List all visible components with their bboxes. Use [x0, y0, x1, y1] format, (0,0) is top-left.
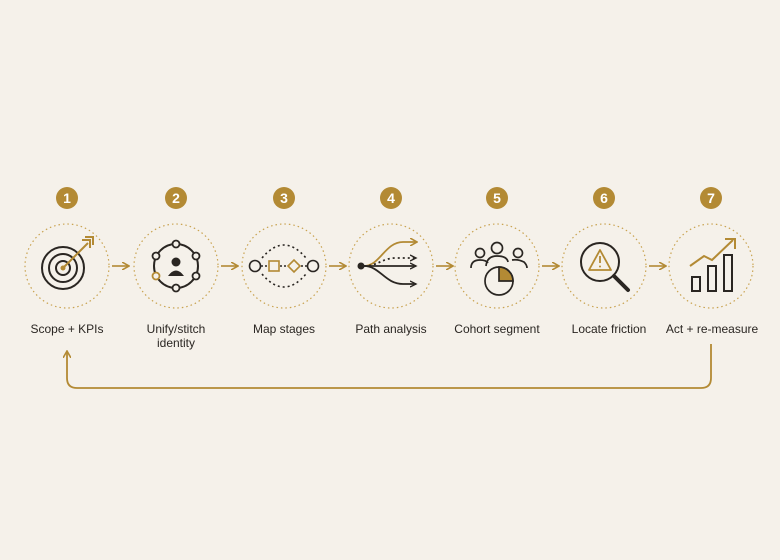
step-ring [241, 223, 327, 309]
step-label: Map stages [253, 322, 315, 336]
feedback-loop-arrow [67, 344, 712, 389]
step-label-line-2: identity [157, 336, 195, 350]
step-number: 7 [707, 190, 715, 206]
step-number-badge [56, 187, 78, 209]
step-ring [454, 223, 540, 309]
step-label: Locate friction [572, 322, 647, 336]
step-4: 4 Path analysis [348, 187, 434, 336]
step-number-badge [165, 187, 187, 209]
step-ring [24, 223, 110, 309]
step-1: 1 Scope + KPIs [24, 187, 110, 336]
step-number: 4 [387, 190, 395, 206]
step-5: 5 Cohort segment [454, 187, 540, 336]
step-number: 5 [493, 190, 501, 206]
step-number-badge [486, 187, 508, 209]
step-6: 6 Locate friction [561, 187, 647, 336]
step-number: 3 [280, 190, 288, 206]
step-number-badge [593, 187, 615, 209]
step-label: Scope + KPIs [30, 322, 103, 336]
step-number-badge [273, 187, 295, 209]
step-label: Cohort segment [454, 322, 540, 336]
branching-paths-icon [357, 242, 417, 284]
step-label: Act + re-measure [666, 322, 759, 336]
step-ring [133, 223, 219, 309]
step-number: 2 [172, 190, 180, 206]
step-ring [561, 223, 647, 309]
step-2: 2 Unify/stitch identity [133, 187, 219, 350]
step-number-badge [700, 187, 722, 209]
step-number-badge [380, 187, 402, 209]
cohort-pie-icon [470, 241, 528, 296]
stage-map-icon [248, 244, 320, 288]
growth-bars-icon [689, 238, 736, 292]
step-number: 6 [600, 190, 608, 206]
step-label: Path analysis [355, 322, 426, 336]
target-icon [41, 236, 94, 290]
step-label-line-1: Unify/stitch [147, 322, 206, 336]
warning-magnifier-icon [580, 242, 630, 292]
step-ring [348, 223, 434, 309]
step-3: 3 Map stages [241, 187, 327, 336]
step-7: 7 Act + re-measure [666, 187, 759, 336]
step-ring [668, 223, 754, 309]
step-number: 1 [63, 190, 71, 206]
identity-network-icon [151, 239, 201, 293]
